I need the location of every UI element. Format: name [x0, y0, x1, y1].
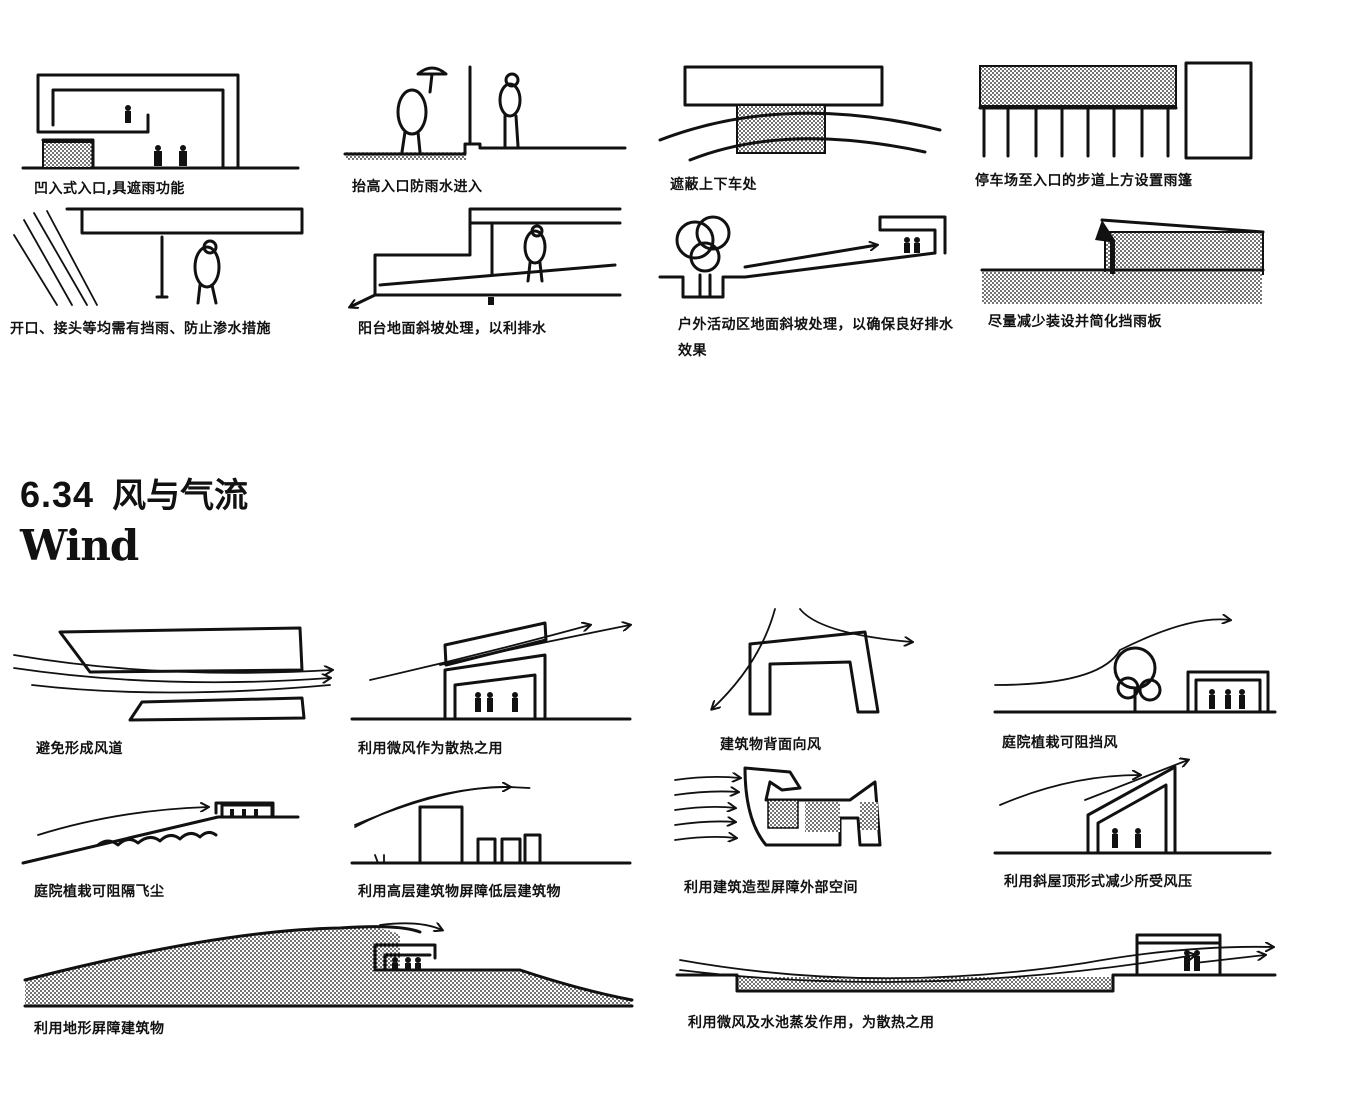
caption-plants-block-wind: 庭院植栽可阻挡风 [1002, 735, 1118, 751]
section-heading: 6.34 风与气流 Wind [20, 468, 248, 570]
caption-opening-joints: 开口、接头等均需有挡雨、防止渗水措施 [10, 321, 271, 337]
caption-raised-entrance: 抬高入口防雨水进入 [352, 179, 483, 195]
sketch-back-to-wind [700, 604, 930, 724]
caption-outdoor-slope: 户外活动区地面斜坡处理，以确保良好排水效果 [678, 317, 954, 359]
sketch-sloped-roof [990, 755, 1280, 860]
sketch-covered-dropoff [655, 62, 945, 162]
sketch-balcony-slope [340, 205, 630, 310]
caption-covered-dropoff: 遮蔽上下车处 [670, 177, 757, 193]
sketch-plants-block-wind [990, 610, 1280, 715]
caption-avoid-wind-tunnel: 避免形成风道 [36, 741, 123, 757]
sketch-shape-shields-outdoor [670, 760, 895, 865]
caption-terrain-shields: 利用地形屏障建筑物 [34, 1021, 165, 1037]
section-title-cn: 风与气流 [112, 476, 249, 516]
section-title-en: Wind [20, 521, 139, 570]
caption-simplified-rainboard: 尽量减少装设并简化挡雨板 [988, 314, 1162, 330]
caption-plants-block-dust: 庭院植栽可阻隔飞尘 [34, 884, 165, 900]
sketch-tall-shields-low [350, 775, 640, 875]
caption-sloped-roof: 利用斜屋顶形式减少所受风压 [1004, 874, 1193, 890]
caption-breeze-cooling: 利用微风作为散热之用 [358, 741, 503, 757]
sketch-recessed-entrance [18, 70, 308, 175]
caption-recessed-entrance: 凹入式入口,具遮雨功能 [34, 181, 185, 197]
sketch-walkway-canopy [970, 58, 1260, 163]
sketch-avoid-wind-tunnel [12, 620, 342, 730]
sketch-opening-joints [12, 205, 312, 310]
sketch-raised-entrance [340, 62, 630, 170]
section-number: 6.34 [20, 474, 95, 515]
caption-balcony-slope: 阳台地面斜坡处理，以利排水 [358, 321, 547, 337]
sketch-pool-evaporation [675, 925, 1285, 1005]
caption-pool-evaporation: 利用微风及水池蒸发作用，为散热之用 [688, 1015, 935, 1031]
sketch-plants-block-dust [18, 795, 308, 875]
caption-back-to-wind: 建筑物背面向风 [720, 737, 822, 753]
caption-walkway-canopy: 停车场至入口的步道上方设置雨篷 [975, 173, 1193, 189]
sketch-terrain-shields [20, 910, 640, 1010]
caption-shape-shields-outdoor: 利用建筑造型屏障外部空间 [684, 880, 858, 896]
caption-tall-shields-low: 利用高层建筑物屏障低层建筑物 [358, 884, 561, 900]
sketch-breeze-cooling [350, 615, 640, 725]
sketch-simplified-rainboard [980, 210, 1270, 310]
sketch-outdoor-slope [655, 205, 955, 305]
